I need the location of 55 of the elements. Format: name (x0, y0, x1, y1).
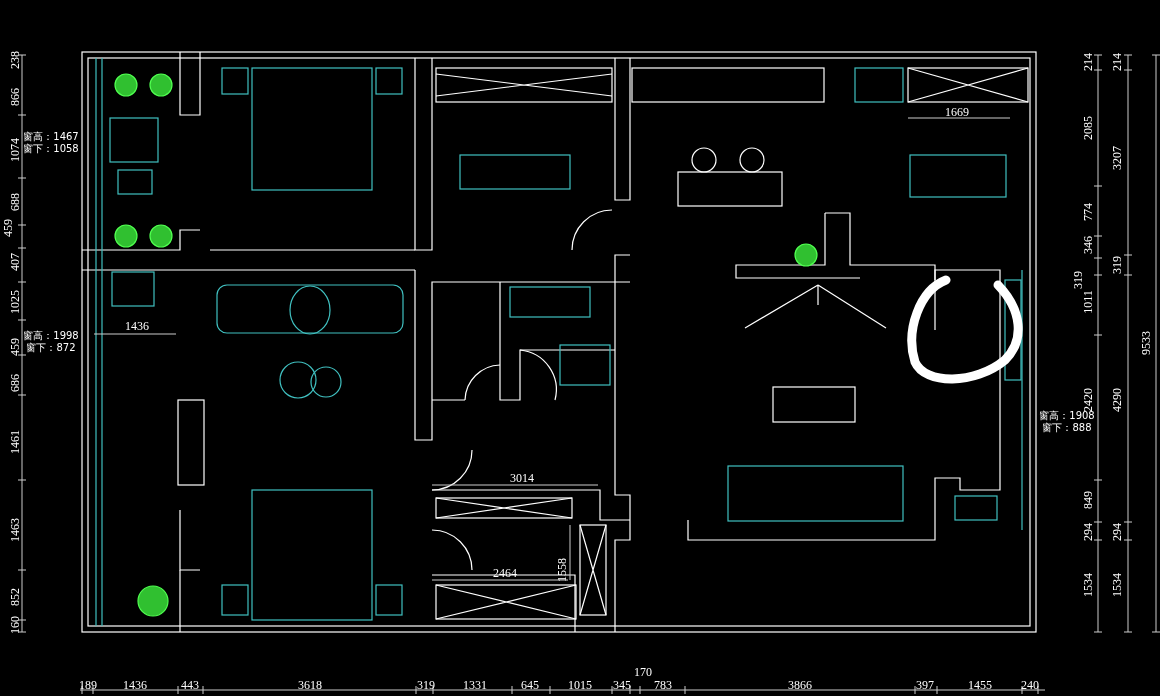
dimension-text: 688 (9, 193, 21, 211)
dimension-text: 170 (634, 666, 652, 678)
dimension-text: 3618 (298, 679, 322, 691)
dimension-text: 238 (9, 51, 21, 69)
window-note: 窗下：872 (26, 341, 76, 353)
dimension-text: 1461 (9, 430, 21, 454)
window-note: 窗下：1058 (23, 142, 79, 154)
dimension-text: 443 (181, 679, 199, 691)
dimension-text: 407 (9, 253, 21, 271)
dimension-text: 852 (9, 588, 21, 606)
dimension-text: 2085 (1082, 116, 1094, 140)
dimension-text: 1534 (1111, 573, 1123, 597)
dimension-text: 866 (9, 88, 21, 106)
dimension-text: 9533 (1140, 331, 1152, 355)
dimension-text: 319 (1072, 271, 1084, 289)
dimension-text: 214 (1111, 53, 1123, 71)
window-note: 窗下：888 (1042, 421, 1092, 433)
dimension-text: 1669 (945, 106, 969, 118)
dimension-text: 319 (417, 679, 435, 691)
dimension-text: 294 (1082, 523, 1094, 541)
dimension-text: 459 (9, 338, 21, 356)
dimension-text: 3866 (788, 679, 812, 691)
dimension-text: 1436 (123, 679, 147, 691)
dimension-text: 1558 (556, 558, 568, 582)
dimension-text: 1463 (9, 518, 21, 542)
dimension-text: 3207 (1111, 146, 1123, 170)
dimension-text: 645 (521, 679, 539, 691)
dimension-text: 4290 (1111, 388, 1123, 412)
dimension-text: 319 (1111, 256, 1123, 274)
dimension-text: 214 (1082, 53, 1094, 71)
window-note: 窗高：1467 (23, 130, 79, 142)
dimension-text: 1436 (125, 320, 149, 332)
window-note: 窗高：1998 (23, 329, 79, 341)
dimension-text: 1015 (568, 679, 592, 691)
dimension-text: 160 (9, 616, 21, 634)
dimension-text: 346 (1082, 236, 1094, 254)
dimension-text: 849 (1082, 491, 1094, 509)
dimension-text: 783 (654, 679, 672, 691)
dimension-text: 294 (1111, 523, 1123, 541)
dimension-text: 686 (9, 374, 21, 392)
dimension-text: 240 (1021, 679, 1039, 691)
dimension-text: 3014 (510, 472, 534, 484)
dimension-text: 1534 (1082, 573, 1094, 597)
dimension-text: 1074 (9, 138, 21, 162)
dimension-text: 397 (916, 679, 934, 691)
dimension-text: 189 (79, 679, 97, 691)
dimension-text: 1331 (463, 679, 487, 691)
dimension-text: 774 (1082, 203, 1094, 221)
dimension-text: 1455 (968, 679, 992, 691)
dimension-text: 1025 (9, 290, 21, 314)
dimension-text: 1011 (1082, 290, 1094, 314)
dimension-text: 345 (613, 679, 631, 691)
dimension-text: 2420 (1082, 388, 1094, 412)
dimension-text: 459 (2, 219, 14, 237)
dimension-text: 2464 (493, 567, 517, 579)
